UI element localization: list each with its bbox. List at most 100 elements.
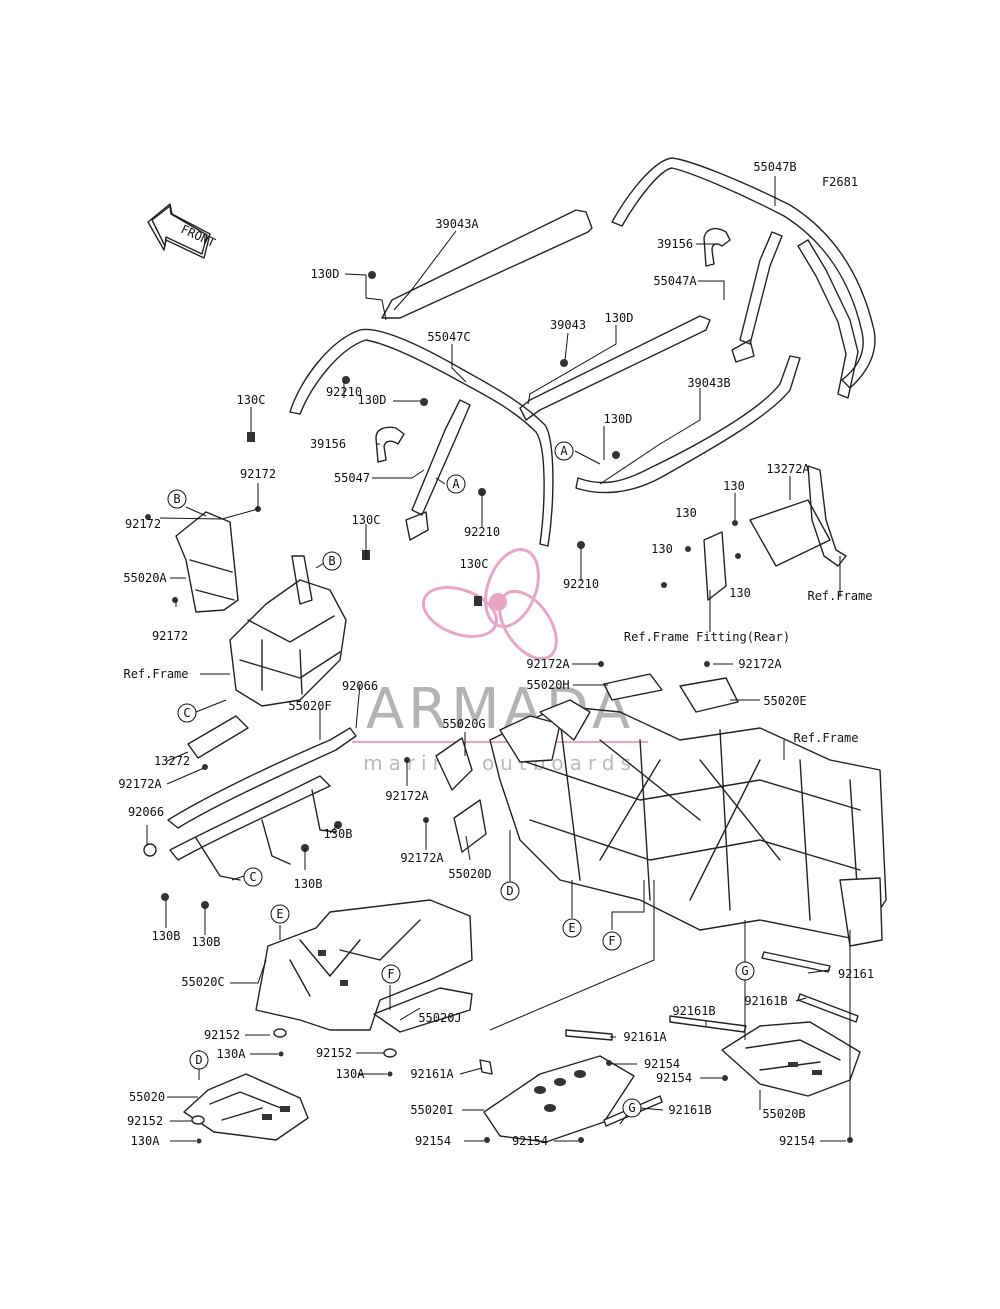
part-label: 92172A [385, 789, 429, 803]
part-label: 92152 [127, 1114, 163, 1128]
part-label: 92066 [342, 679, 378, 693]
callout-letter-f: F [602, 931, 622, 951]
callout-letter-text: F [387, 967, 394, 981]
leader-lines [146, 176, 851, 1142]
part-label: 130C [237, 393, 266, 407]
part-label: 130 [675, 506, 697, 520]
part-label: 13272A [766, 462, 810, 476]
part-label: 92172A [400, 851, 444, 865]
part-label: 92161A [410, 1067, 454, 1081]
watermark-tagline: marine outboards [363, 751, 637, 775]
part-label: 92172 [240, 467, 276, 481]
part-label: 55020 [129, 1090, 165, 1104]
callout-letter-text: D [195, 1053, 202, 1067]
callout-letters: A A B B C C D D E E F F G G [167, 441, 755, 1118]
part-label: 130B [294, 877, 323, 891]
part-label: 130B [324, 827, 353, 841]
callout-letter-b: B [322, 551, 342, 571]
part-label: Ref.Frame [807, 589, 872, 603]
part-label: Ref.Frame [793, 731, 858, 745]
part-label: 92161 [838, 967, 874, 981]
callout-letter-f: F [381, 964, 401, 984]
part-label: 130D [311, 267, 340, 281]
part-label: 92172A [118, 777, 162, 791]
part-label: 13272 [154, 754, 190, 768]
part-label: 55020B [762, 1107, 805, 1121]
part-label: 130 [723, 479, 745, 493]
part-label: 92161B [744, 994, 787, 1008]
part-label: 130A [217, 1047, 247, 1061]
callout-letter-text: A [560, 444, 568, 458]
part-label: 39156 [310, 437, 346, 451]
figure-code: F2681 [822, 175, 858, 189]
callout-letter-text: C [249, 870, 256, 884]
callout-letter-text: C [183, 706, 190, 720]
part-label: 92210 [326, 385, 362, 399]
part-label: 130D [358, 393, 387, 407]
part-label: 55047A [653, 274, 697, 288]
part-label: 55047C [427, 330, 470, 344]
part-label: 130A [131, 1134, 161, 1148]
part-label: 55020D [448, 867, 491, 881]
part-label: 92161A [623, 1030, 667, 1044]
part-label: 55020A [123, 571, 167, 585]
callout-letter-text: B [328, 554, 335, 568]
callout-letter-text: G [741, 964, 748, 978]
callout-letter-text: E [568, 921, 575, 935]
part-label: 39043 [550, 318, 586, 332]
callout-letter-text: A [452, 477, 460, 491]
part-label: 130D [604, 412, 633, 426]
callout-letter-b: B [167, 489, 187, 509]
part-label: 92161B [672, 1004, 715, 1018]
part-label: 55020F [288, 699, 331, 713]
callout-letter-a: A [446, 474, 466, 494]
part-label: 130C [352, 513, 381, 527]
callout-letter-c: C [177, 703, 197, 723]
main-frame [435, 673, 887, 947]
part-label: 92152 [316, 1046, 352, 1060]
part-label: 55020J [418, 1011, 461, 1025]
part-label: 130A [336, 1067, 366, 1081]
part-label: 130B [192, 935, 221, 949]
skid-plates [183, 899, 861, 1143]
callout-letter-e: E [270, 904, 290, 924]
part-label: 92172A [526, 657, 570, 671]
part-label: 92154 [644, 1057, 680, 1071]
part-label: Ref.Frame Fitting(Rear) [624, 630, 790, 644]
part-label: 92172 [125, 517, 161, 531]
callout-letter-text: D [506, 884, 513, 898]
part-label: 55020G [442, 717, 485, 731]
part-label: 55020H [526, 678, 569, 692]
part-label: 55047B [753, 160, 796, 174]
part-label: 92210 [464, 525, 500, 539]
part-label: 130C [460, 557, 489, 571]
callout-letter-d: D [189, 1050, 209, 1070]
part-label: 55020C [181, 975, 224, 989]
part-label: 130 [729, 586, 751, 600]
callout-letter-text: F [608, 934, 615, 948]
part-label: 92154 [779, 1134, 815, 1148]
callout-letter-a: A [554, 441, 574, 461]
part-label: 92154 [656, 1071, 692, 1085]
front-frame-parts [143, 511, 357, 881]
callout-letter-c: C [243, 867, 263, 887]
part-label: 92154 [415, 1134, 451, 1148]
callout-letter-text: B [173, 492, 180, 506]
part-label: 55020E [763, 694, 806, 708]
callout-letter-d: D [500, 881, 520, 901]
roll-cage-parts [289, 157, 876, 601]
part-label: 92210 [563, 577, 599, 591]
part-label: 92152 [204, 1028, 240, 1042]
part-label: 92066 [128, 805, 164, 819]
front-arrow-icon: FRONT [147, 203, 217, 259]
callout-letter-g: G [622, 1098, 642, 1118]
callout-letter-g: G [735, 961, 755, 981]
part-label: 39043A [435, 217, 479, 231]
part-label: 130 [651, 542, 673, 556]
part-label: Ref.Frame [123, 667, 188, 681]
part-label: 130B [152, 929, 181, 943]
part-label: 39043B [687, 376, 730, 390]
part-label: 55020I [410, 1103, 453, 1117]
